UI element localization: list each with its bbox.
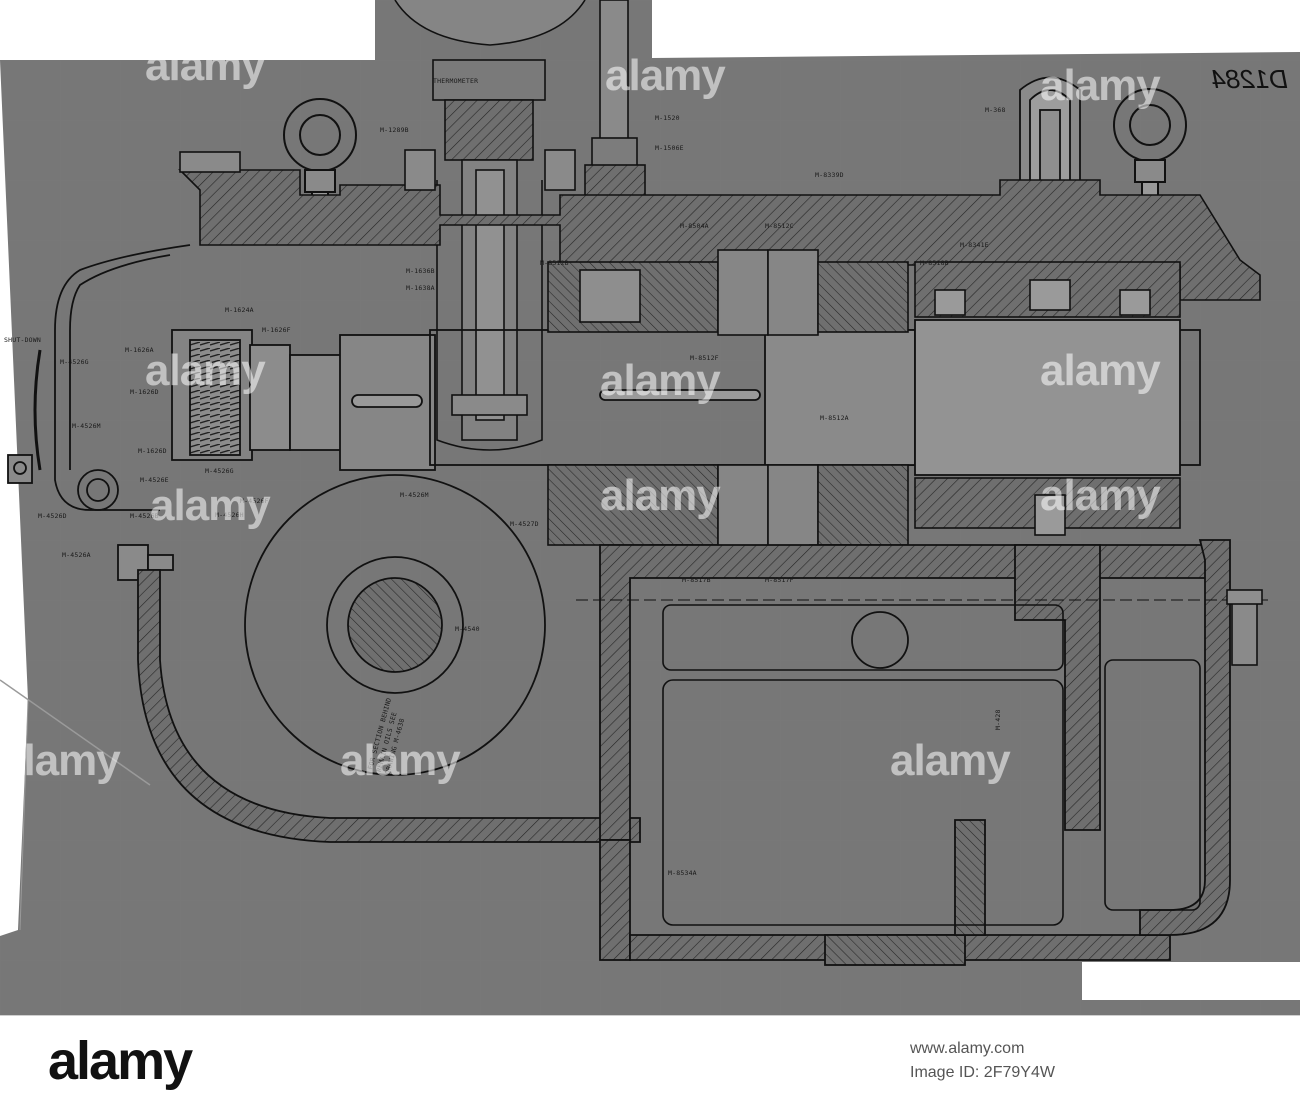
part-label: M-1636B <box>406 267 435 275</box>
watermark: alamy <box>890 736 1011 785</box>
watermark: alamy <box>1040 471 1161 520</box>
part-label: M-4526H <box>215 511 244 519</box>
thermometer-assembly <box>394 0 586 451</box>
rotor-shaft <box>429 319 1201 476</box>
part-label: M-4526A <box>62 551 91 559</box>
part-label: M-8341E <box>960 241 989 249</box>
label-shut-down: SHUT-DOWN <box>4 336 41 344</box>
part-label: M-4526M <box>400 491 429 499</box>
watermark: alamy <box>0 736 121 785</box>
part-label: M-1626D <box>130 388 159 396</box>
watermark: alamy <box>605 51 726 100</box>
part-label: M-4526M <box>72 422 101 430</box>
footer-image-id: Image ID: 2F79Y4W <box>910 1064 1055 1081</box>
part-label: M-8339D <box>815 171 844 179</box>
part-label: M-1626A <box>125 346 154 354</box>
watermarks: alamy alamy alamy alamy alamy alamy alam… <box>0 41 1162 785</box>
watermark: alamy <box>340 736 461 785</box>
paper-crease <box>0 679 151 786</box>
part-label: M-1506E <box>655 144 684 152</box>
cross-section-drawing: THERMOMETER SHUT-DOWN M-1289B M-1520 M-1… <box>0 0 1300 1015</box>
footer-logo[interactable]: alamy <box>48 1031 193 1091</box>
part-label: M-4526F <box>240 497 269 505</box>
part-label: M-368 <box>985 106 1006 114</box>
watermark: alamy <box>145 41 266 90</box>
base-bolt <box>1226 589 1263 666</box>
part-label: M-1638A <box>406 284 435 292</box>
part-label: M-4540 <box>455 625 480 633</box>
part-label: M-8518B <box>920 259 949 267</box>
part-label: M-4527D <box>510 520 539 528</box>
part-label: M-1626D <box>138 447 167 455</box>
part-label: M-4526G <box>205 467 234 475</box>
watermark: alamy <box>1040 346 1161 395</box>
part-label: M-8512B <box>540 259 569 267</box>
reference-number: D1284 <box>1211 64 1288 94</box>
upper-bearings <box>547 249 1181 336</box>
watermark: alamy <box>600 356 721 405</box>
part-label: M-4526D <box>38 512 67 520</box>
part-label: M-4526B <box>130 512 159 520</box>
part-label: M-4526G <box>60 358 89 366</box>
casing-top-wall <box>178 149 1261 301</box>
part-label: M-8512A <box>820 414 849 422</box>
part-label: M-8517F <box>765 576 794 584</box>
inner-cavities <box>576 599 1270 926</box>
part-label: M-1626F <box>262 326 291 334</box>
part-label: M-428 <box>994 709 1002 730</box>
part-label: M-8512C <box>765 222 794 230</box>
part-label: M-8504A <box>680 222 709 230</box>
watermark: alamy <box>1040 61 1161 110</box>
part-label: M-1289B <box>380 126 409 134</box>
part-label: M-8512F <box>690 354 719 362</box>
lower-casing-shell <box>137 539 1231 966</box>
watermark: alamy <box>600 471 721 520</box>
footer-site-url[interactable]: www.alamy.com <box>910 1040 1025 1057</box>
stock-footer: alamy www.alamy.com Image ID: 2F79Y4W <box>0 1015 1300 1104</box>
drawing-sheet: THERMOMETER SHUT-DOWN M-1289B M-1520 M-1… <box>0 0 1300 1015</box>
part-label: M-8517B <box>682 576 711 584</box>
part-label: M-1624A <box>225 306 254 314</box>
part-label: M-1520 <box>655 114 680 122</box>
label-thermometer: THERMOMETER <box>433 77 478 85</box>
watermark: alamy <box>150 481 271 530</box>
gear-section <box>244 474 909 776</box>
part-label: M-4526E <box>140 476 169 484</box>
watermark: alamy <box>145 346 266 395</box>
part-label: M-8534A <box>668 869 697 877</box>
